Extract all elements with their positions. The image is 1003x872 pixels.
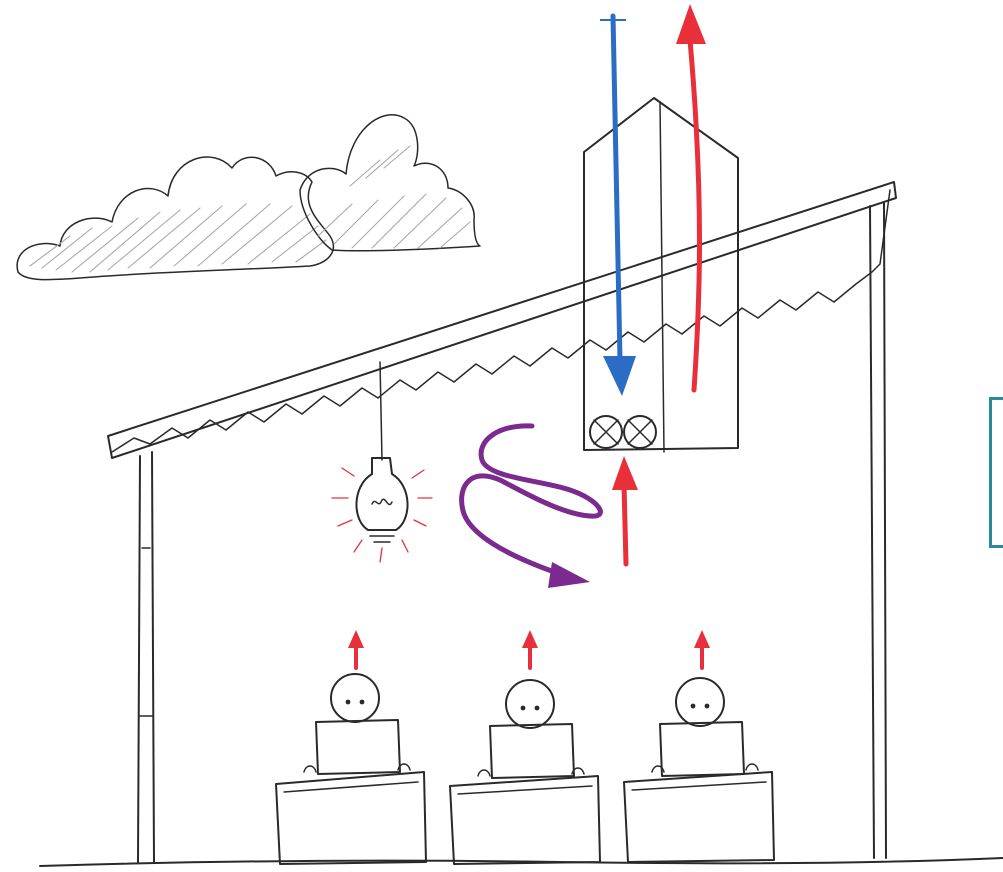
heat-rise-arrow [694, 630, 710, 668]
light-bulb-icon [332, 362, 432, 562]
fan-icon [624, 416, 656, 448]
person-icon [316, 674, 400, 774]
occupant-2 [450, 630, 600, 864]
recirculation-swirl [462, 426, 601, 588]
occupant-1 [276, 630, 426, 864]
person-icon [490, 680, 574, 778]
cloud-icon [300, 115, 480, 251]
cloud-icon [17, 157, 333, 280]
right-wall [870, 202, 886, 858]
callout-box [989, 397, 1003, 548]
person-icon [660, 678, 744, 776]
desk-icon [276, 764, 426, 864]
heat-rise-arrow [348, 630, 364, 668]
supply-air-arrow [600, 16, 636, 396]
exhaust-air-arrow [676, 4, 706, 390]
desk-icon [450, 768, 600, 864]
ground-line [40, 858, 1003, 866]
left-wall [138, 452, 154, 862]
occupant-3 [624, 630, 774, 862]
fan-icon [590, 416, 622, 448]
heat-rise-arrow [522, 630, 538, 668]
roof-truss [108, 182, 896, 458]
desk-icon [624, 764, 774, 862]
room-extract-arrow [612, 456, 638, 564]
